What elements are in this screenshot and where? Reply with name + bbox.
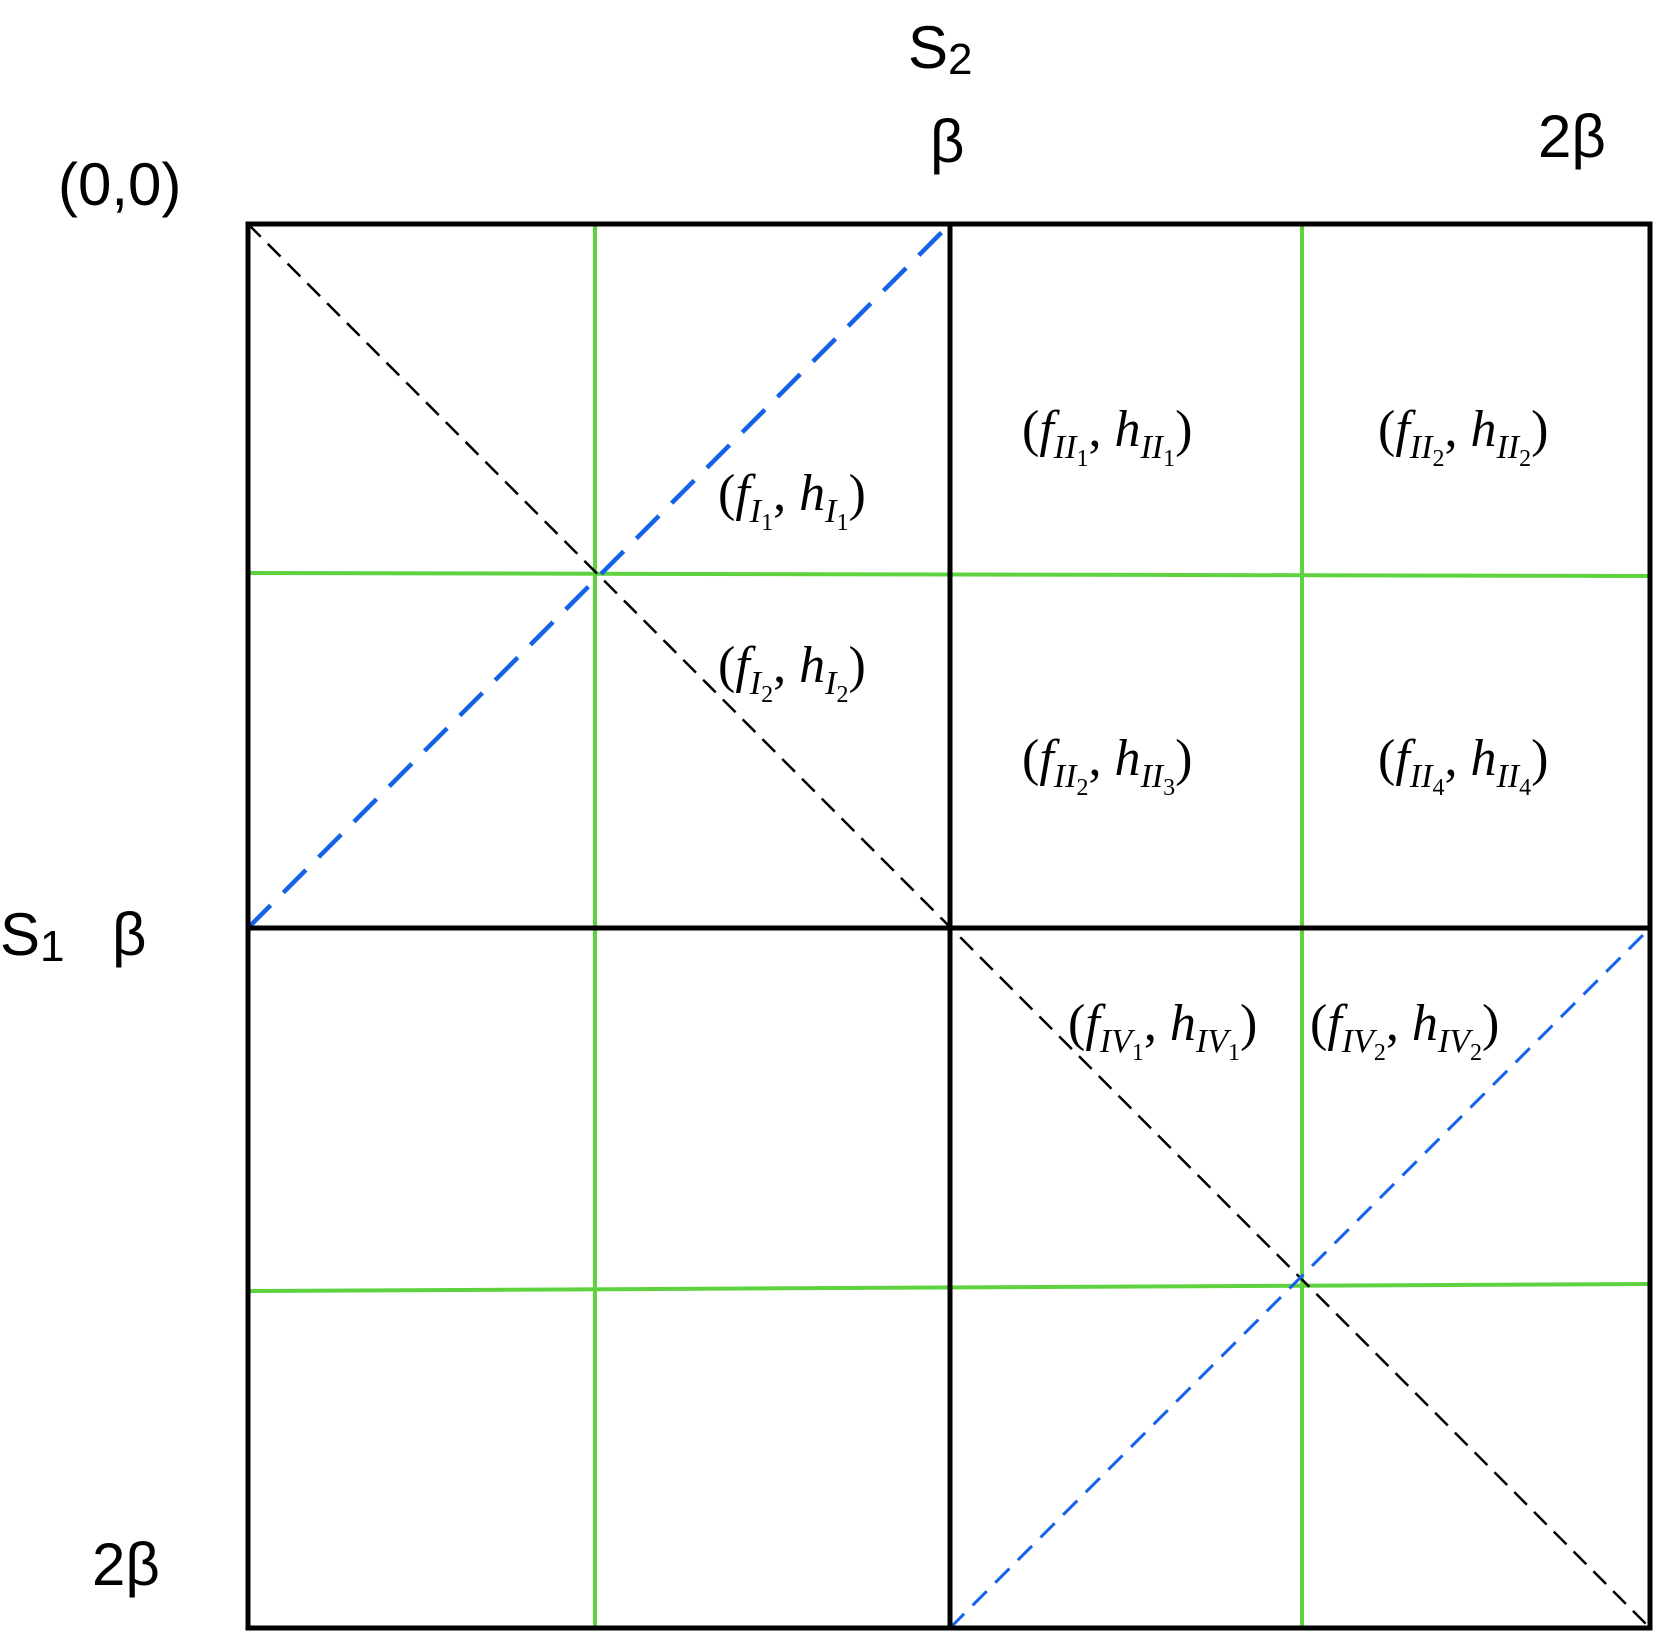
s2-axis-label: S2: [908, 14, 973, 84]
frame: [245, 221, 1653, 1631]
region-label-IV2: (fIV2, hIV2): [1310, 995, 1499, 1066]
region-label-IV1: (fIV1, hIV1): [1068, 995, 1257, 1066]
origin-label: (0,0): [58, 151, 181, 218]
left-2beta-label: 2β: [92, 1531, 160, 1598]
region-label-II3: (fII2, hII3): [1022, 730, 1192, 801]
left-beta-label: β: [112, 901, 147, 968]
region-label-II1: (fII1, hII1): [1022, 401, 1192, 472]
region-labels: (fI1, hI1) (fI2, hI2) (fII1, hII1) (fII2…: [718, 401, 1548, 1066]
top-beta-label: β: [930, 108, 965, 175]
region-label-II2: (fII2, hII2): [1378, 401, 1548, 472]
s1-axis-label: S1: [0, 901, 65, 971]
region-label-II4: (fII4, hII4): [1378, 730, 1548, 801]
region-label-I2: (fI2, hI2): [718, 637, 866, 708]
region-label-I1: (fI1, hI1): [718, 465, 866, 536]
blue-dashed-diagonal-upper: [246, 222, 952, 930]
axis-labels: S2 β 2β (0,0) S1 β 2β: [0, 14, 1606, 1598]
top-2beta-label: 2β: [1538, 103, 1606, 170]
blue-dashed-diagonal-lower: [948, 926, 1652, 1630]
